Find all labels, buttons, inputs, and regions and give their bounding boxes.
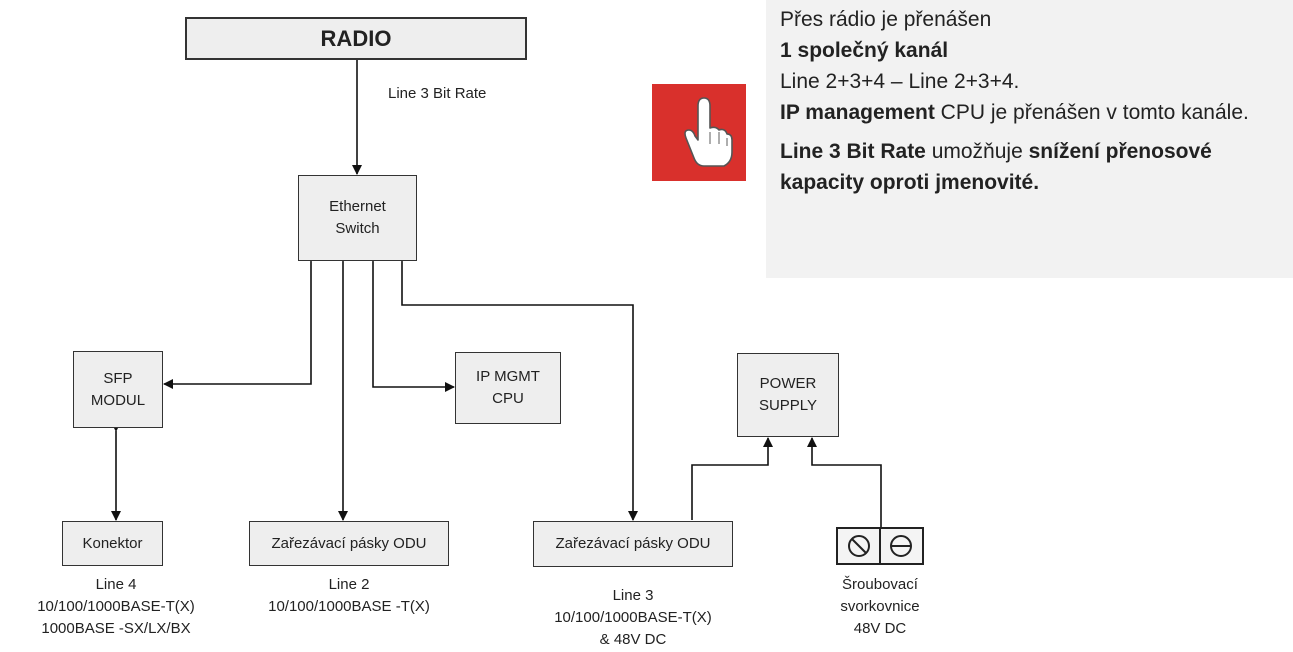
ip-mgmt-cpu-box: IP MGMT CPU xyxy=(455,352,561,424)
line3-caption: Line 3 10/100/1000BASE-T(X) & 48V DC xyxy=(522,585,744,651)
odu-tape-line2-box: Zařezávací pásky ODU xyxy=(249,521,449,566)
line2-title: Line 2 xyxy=(328,576,370,593)
terminal-label-1: Šroubovací xyxy=(842,576,918,593)
line4-caption: Line 4 10/100/1000BASE-T(X) 1000BASE -SX… xyxy=(0,574,232,640)
pointing-hand-icon xyxy=(652,84,746,181)
ethernet-switch-label-1: Ethernet xyxy=(329,198,386,216)
konektor-box: Konektor xyxy=(62,521,163,566)
terminal-caption: Šroubovací svorkovnice 48V DC xyxy=(800,574,960,640)
line3-spec-1: 10/100/1000BASE-T(X) xyxy=(554,609,712,626)
line4-spec-2: 1000BASE -SX/LX/BX xyxy=(41,620,191,637)
note-line-3: Line 2+3+4 – Line 2+3+4. xyxy=(780,70,1020,93)
terminal-label-3: 48V DC xyxy=(853,620,907,637)
power-supply-label-2: SUPPLY xyxy=(758,397,818,414)
note-line-2: 1 společný kanál xyxy=(780,39,949,62)
switch-ipmgmt-link xyxy=(368,253,455,392)
odu-tape-line3-box: Zařezávací pásky ODU xyxy=(533,521,733,567)
note-p2-bold-2: snížení přenosové kapacity oproti jmenov… xyxy=(780,140,1212,194)
line4-spec-1: 10/100/1000BASE-T(X) xyxy=(37,598,195,615)
power-supply-label-1: POWER xyxy=(759,375,817,393)
radio-box: RADIO xyxy=(185,17,527,60)
line2-spec: 10/100/1000BASE -T(X) xyxy=(268,598,430,615)
line3-title: Line 3 xyxy=(612,587,654,604)
note-line-4-rest: CPU je přenášen v tomto kanále. xyxy=(934,101,1249,124)
line3-spec-2: & 48V DC xyxy=(599,631,667,648)
terminal-label-2: svorkovnice xyxy=(840,598,920,615)
odu-power-link xyxy=(691,437,773,520)
sfp-module-box: SFP MODUL xyxy=(73,351,163,428)
screw-terminal-icon xyxy=(836,527,924,565)
switch-odu-line3-link xyxy=(397,253,638,521)
radio-link-label: Line 3 Bit Rate xyxy=(388,85,487,102)
line2-caption: Line 2 10/100/1000BASE -T(X) xyxy=(238,574,460,618)
ip-mgmt-label-1: IP MGMT xyxy=(476,368,540,386)
note-line-4-bold: IP management xyxy=(780,101,935,124)
ethernet-switch-label-2: Switch xyxy=(335,220,380,237)
note-line-1: Přes rádio je přenášen xyxy=(780,8,992,31)
terminal-power-link xyxy=(807,437,882,527)
note-p2-bold-1: Line 3 Bit Rate xyxy=(780,140,926,163)
ethernet-switch-box: Ethernet Switch xyxy=(298,175,417,261)
info-note: Přes rádio je přenášen 1 společný kanál … xyxy=(766,0,1293,278)
line4-title: Line 4 xyxy=(95,576,137,593)
power-supply-box: POWER SUPPLY xyxy=(737,353,839,437)
sfp-label-1: SFP xyxy=(103,369,133,387)
sfp-label-2: MODUL xyxy=(90,391,146,409)
ip-mgmt-label-2: CPU xyxy=(492,390,524,407)
switch-sfp-link xyxy=(163,253,316,389)
note-p2-mid: umožňuje xyxy=(925,140,1029,163)
